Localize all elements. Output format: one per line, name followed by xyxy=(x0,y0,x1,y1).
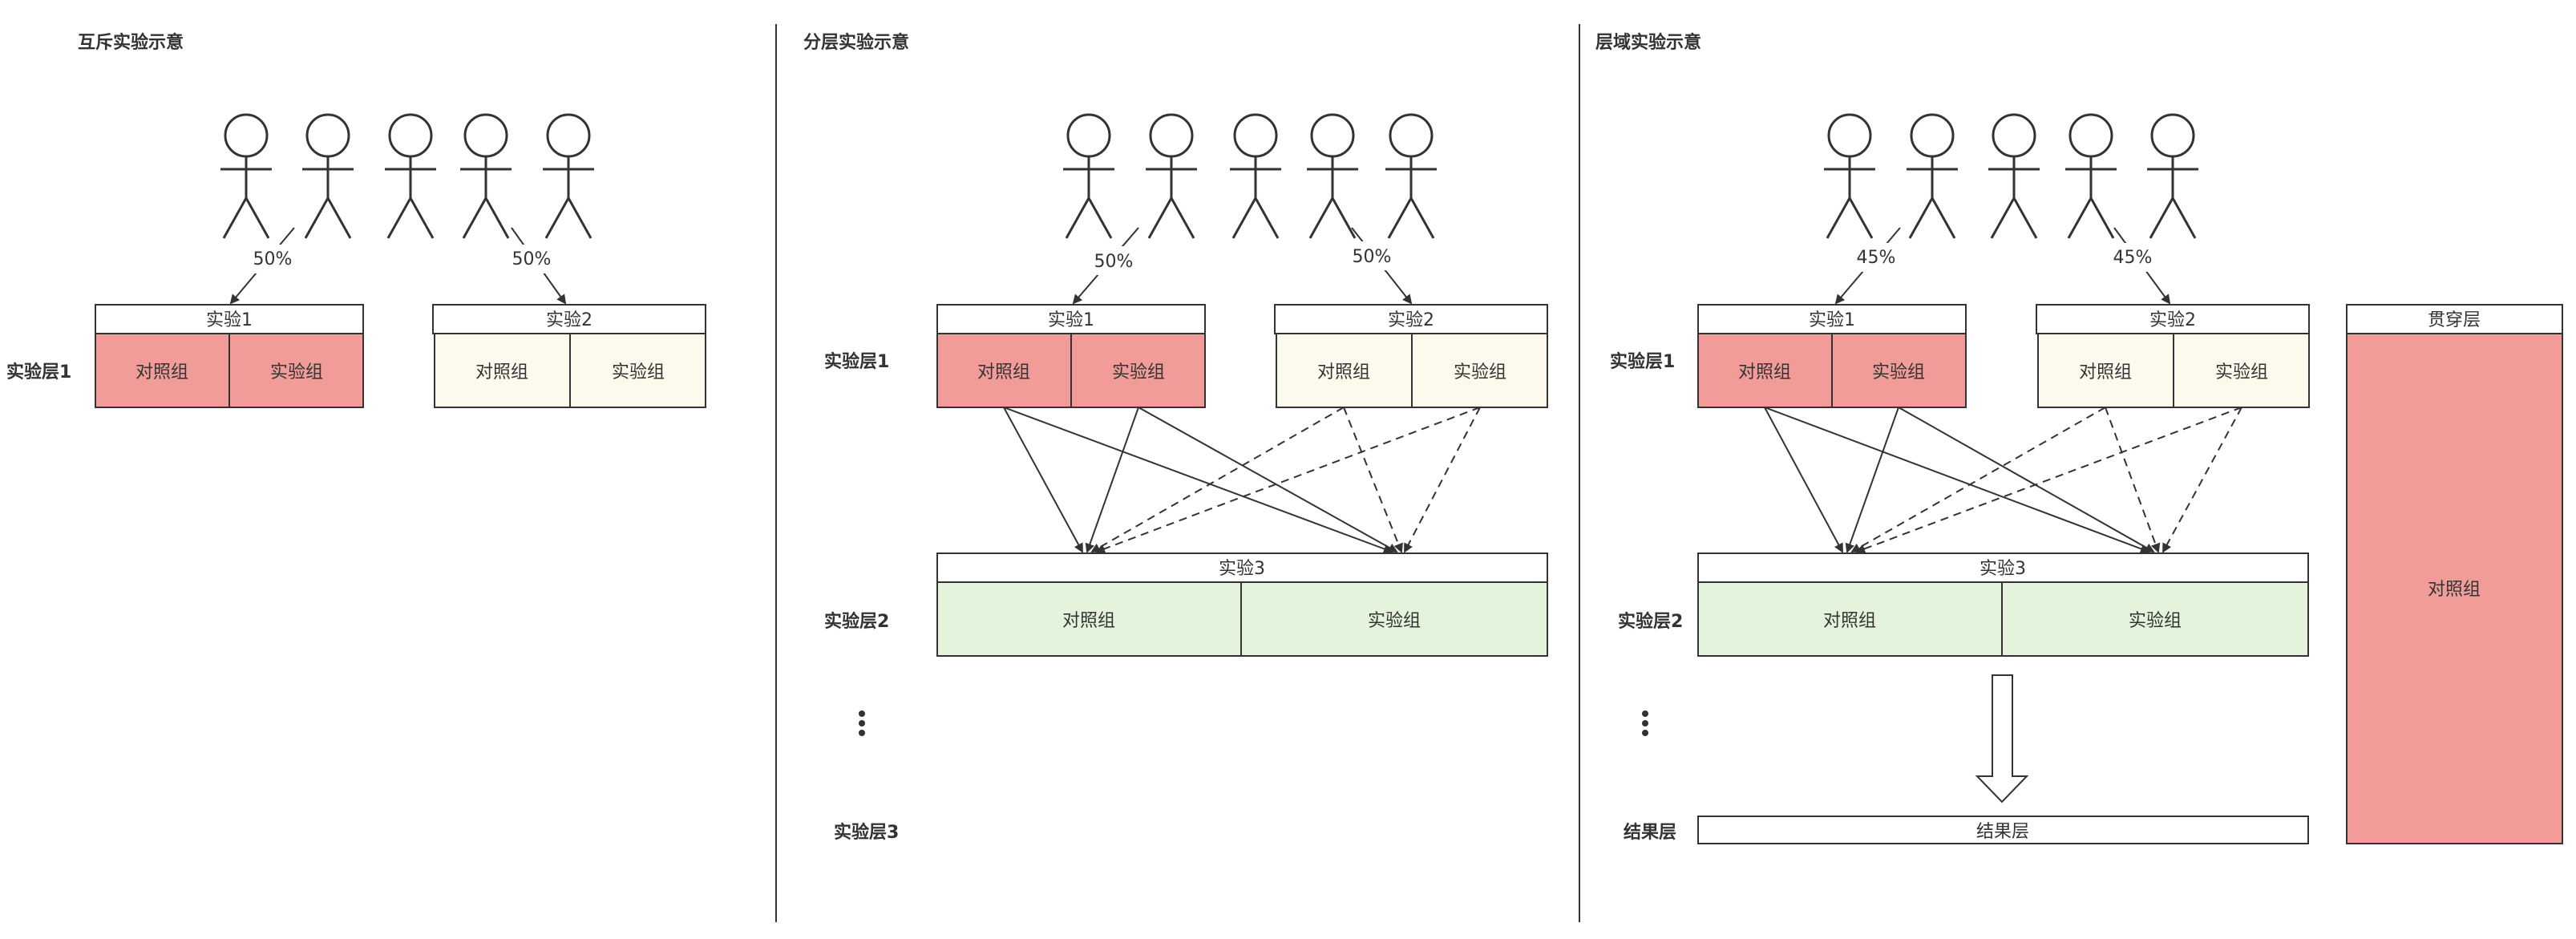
layer-label: 结果层 xyxy=(1624,822,1676,843)
user-icon xyxy=(1824,113,1875,239)
result-layer-text: 结果层 xyxy=(1976,822,2029,842)
user-icon xyxy=(1146,113,1197,239)
cell-label: 对照组 xyxy=(977,362,1030,382)
label-bg xyxy=(1089,246,1137,275)
cross-layer-name: 贯穿层 xyxy=(2428,310,2481,330)
cell-label: 实验组 xyxy=(1368,611,1421,631)
user-icon xyxy=(1063,113,1114,239)
experiment-header xyxy=(2036,304,2310,334)
panel-domain: 层域实验示意 45% 45% 实验层1 实验层2 结果层 实验1 对照组 实验组… xyxy=(1595,32,2563,844)
split-percent-label: 50% xyxy=(253,249,293,269)
experiment-header xyxy=(1274,304,1548,334)
user-icon xyxy=(2147,113,2198,239)
cell-label: 实验组 xyxy=(1872,362,1925,382)
result-layer-box xyxy=(1697,816,2309,844)
user-icon xyxy=(1307,113,1358,239)
experiment-name: 实验2 xyxy=(1388,310,1434,330)
layer-label: 实验层2 xyxy=(824,611,889,632)
cell-label: 对照组 xyxy=(1317,362,1370,382)
layer-label: 实验层1 xyxy=(824,351,889,372)
label-bg xyxy=(1850,243,1899,272)
experiment-name: 实验2 xyxy=(546,310,592,330)
cell-label: 对照组 xyxy=(1062,611,1115,631)
experiment-header xyxy=(432,304,706,334)
treatment-group-cell xyxy=(1831,333,1967,408)
experiment-name: 实验1 xyxy=(1048,310,1094,330)
panel-title: 互斥实验示意 xyxy=(78,32,184,53)
control-group-cell xyxy=(936,581,1242,657)
layer-label: 实验层1 xyxy=(1610,351,1675,372)
cell-label: 实验组 xyxy=(1112,362,1165,382)
user-icon xyxy=(2065,113,2117,239)
cross-layer-control-cell xyxy=(2346,333,2563,844)
cell-label: 实验组 xyxy=(612,362,665,382)
cell-label: 对照组 xyxy=(2428,580,2481,600)
traffic-arrows xyxy=(1003,407,1481,554)
panel-mutex: 互斥实验示意 50% 50% 实验层1 实验1 对照组 实验组 实验2 对照组 … xyxy=(6,32,706,408)
split-percent-label: 45% xyxy=(1857,248,1896,268)
cell-label: 对照组 xyxy=(1738,362,1791,382)
split-percent-label: 45% xyxy=(2113,248,2153,268)
layer-label: 实验层3 xyxy=(834,822,899,843)
user-figure-group xyxy=(1063,113,1437,239)
cell-label: 对照组 xyxy=(1823,611,1876,631)
ellipsis-icon xyxy=(1642,710,1648,736)
cell-label: 对照组 xyxy=(2079,362,2132,382)
cell-label: 实验组 xyxy=(270,362,323,382)
label-bg xyxy=(1347,241,1395,270)
panel-title: 分层实验示意 xyxy=(803,32,909,53)
experiment-header xyxy=(936,552,1548,583)
treatment-group-cell xyxy=(2001,581,2309,657)
traffic-arrows xyxy=(1764,407,2242,554)
cell-label: 实验组 xyxy=(1454,362,1506,382)
user-icon xyxy=(1230,113,1281,239)
control-group-cell xyxy=(1697,581,2003,657)
experiment-name: 实验2 xyxy=(2149,310,2196,330)
experiment-name: 实验1 xyxy=(1809,310,1855,330)
down-arrow-icon xyxy=(1975,674,2029,803)
experiment-name: 实验3 xyxy=(1219,559,1265,579)
split-percent-label: 50% xyxy=(1353,247,1392,267)
panel-title: 层域实验示意 xyxy=(1595,32,1701,53)
layer-label: 实验层2 xyxy=(1618,611,1683,632)
user-icon xyxy=(302,113,354,239)
split-percent-label: 50% xyxy=(1094,252,1134,272)
cell-label: 实验组 xyxy=(2129,611,2182,631)
experiment-header xyxy=(1697,552,2309,583)
user-icon xyxy=(543,113,594,239)
cell-label: 对照组 xyxy=(475,362,528,382)
control-group-cell xyxy=(95,333,230,408)
cell-label: 对照组 xyxy=(135,362,188,382)
experiment-header xyxy=(1697,304,1967,334)
user-icon xyxy=(220,113,272,239)
layer-label: 实验层1 xyxy=(6,362,71,382)
user-figure-group xyxy=(1824,113,2198,239)
label-bg xyxy=(2109,243,2157,272)
user-icon xyxy=(1385,113,1437,239)
user-icon xyxy=(1907,113,1958,239)
ellipsis-icon xyxy=(859,710,865,736)
cell-label: 实验组 xyxy=(2215,362,2268,382)
user-icon xyxy=(460,113,512,239)
user-icon xyxy=(385,113,436,239)
experiment-name: 实验1 xyxy=(206,310,253,330)
experiment-name: 实验3 xyxy=(1980,559,2026,579)
split-percent-label: 50% xyxy=(512,249,552,269)
label-bg xyxy=(247,245,295,273)
treatment-group-cell xyxy=(1411,333,1548,408)
panel-layered: 分层实验示意 50% 50% 实验层1 实验层2 实验层3 实验1 对照组 实验… xyxy=(803,32,1548,843)
user-icon xyxy=(1988,113,2040,239)
label-bg xyxy=(507,245,555,273)
control-group-cell xyxy=(1276,333,1413,408)
treatment-group-cell xyxy=(228,333,364,408)
control-group-cell xyxy=(1697,333,1833,408)
treatment-group-cell xyxy=(1240,581,1548,657)
user-figure-group xyxy=(220,113,594,239)
treatment-group-cell xyxy=(569,333,706,408)
